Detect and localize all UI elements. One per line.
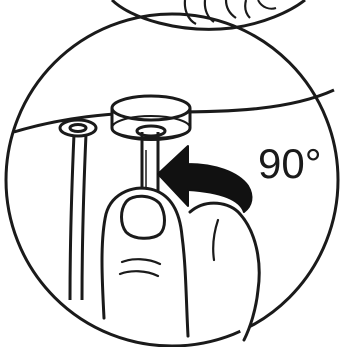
rotation-angle-label: 90°	[258, 140, 322, 187]
round-cap	[112, 96, 190, 140]
upper-detail-circle	[112, 0, 305, 29]
hand	[102, 188, 259, 340]
left-outlet-tube	[60, 120, 96, 300]
pin	[142, 132, 158, 196]
